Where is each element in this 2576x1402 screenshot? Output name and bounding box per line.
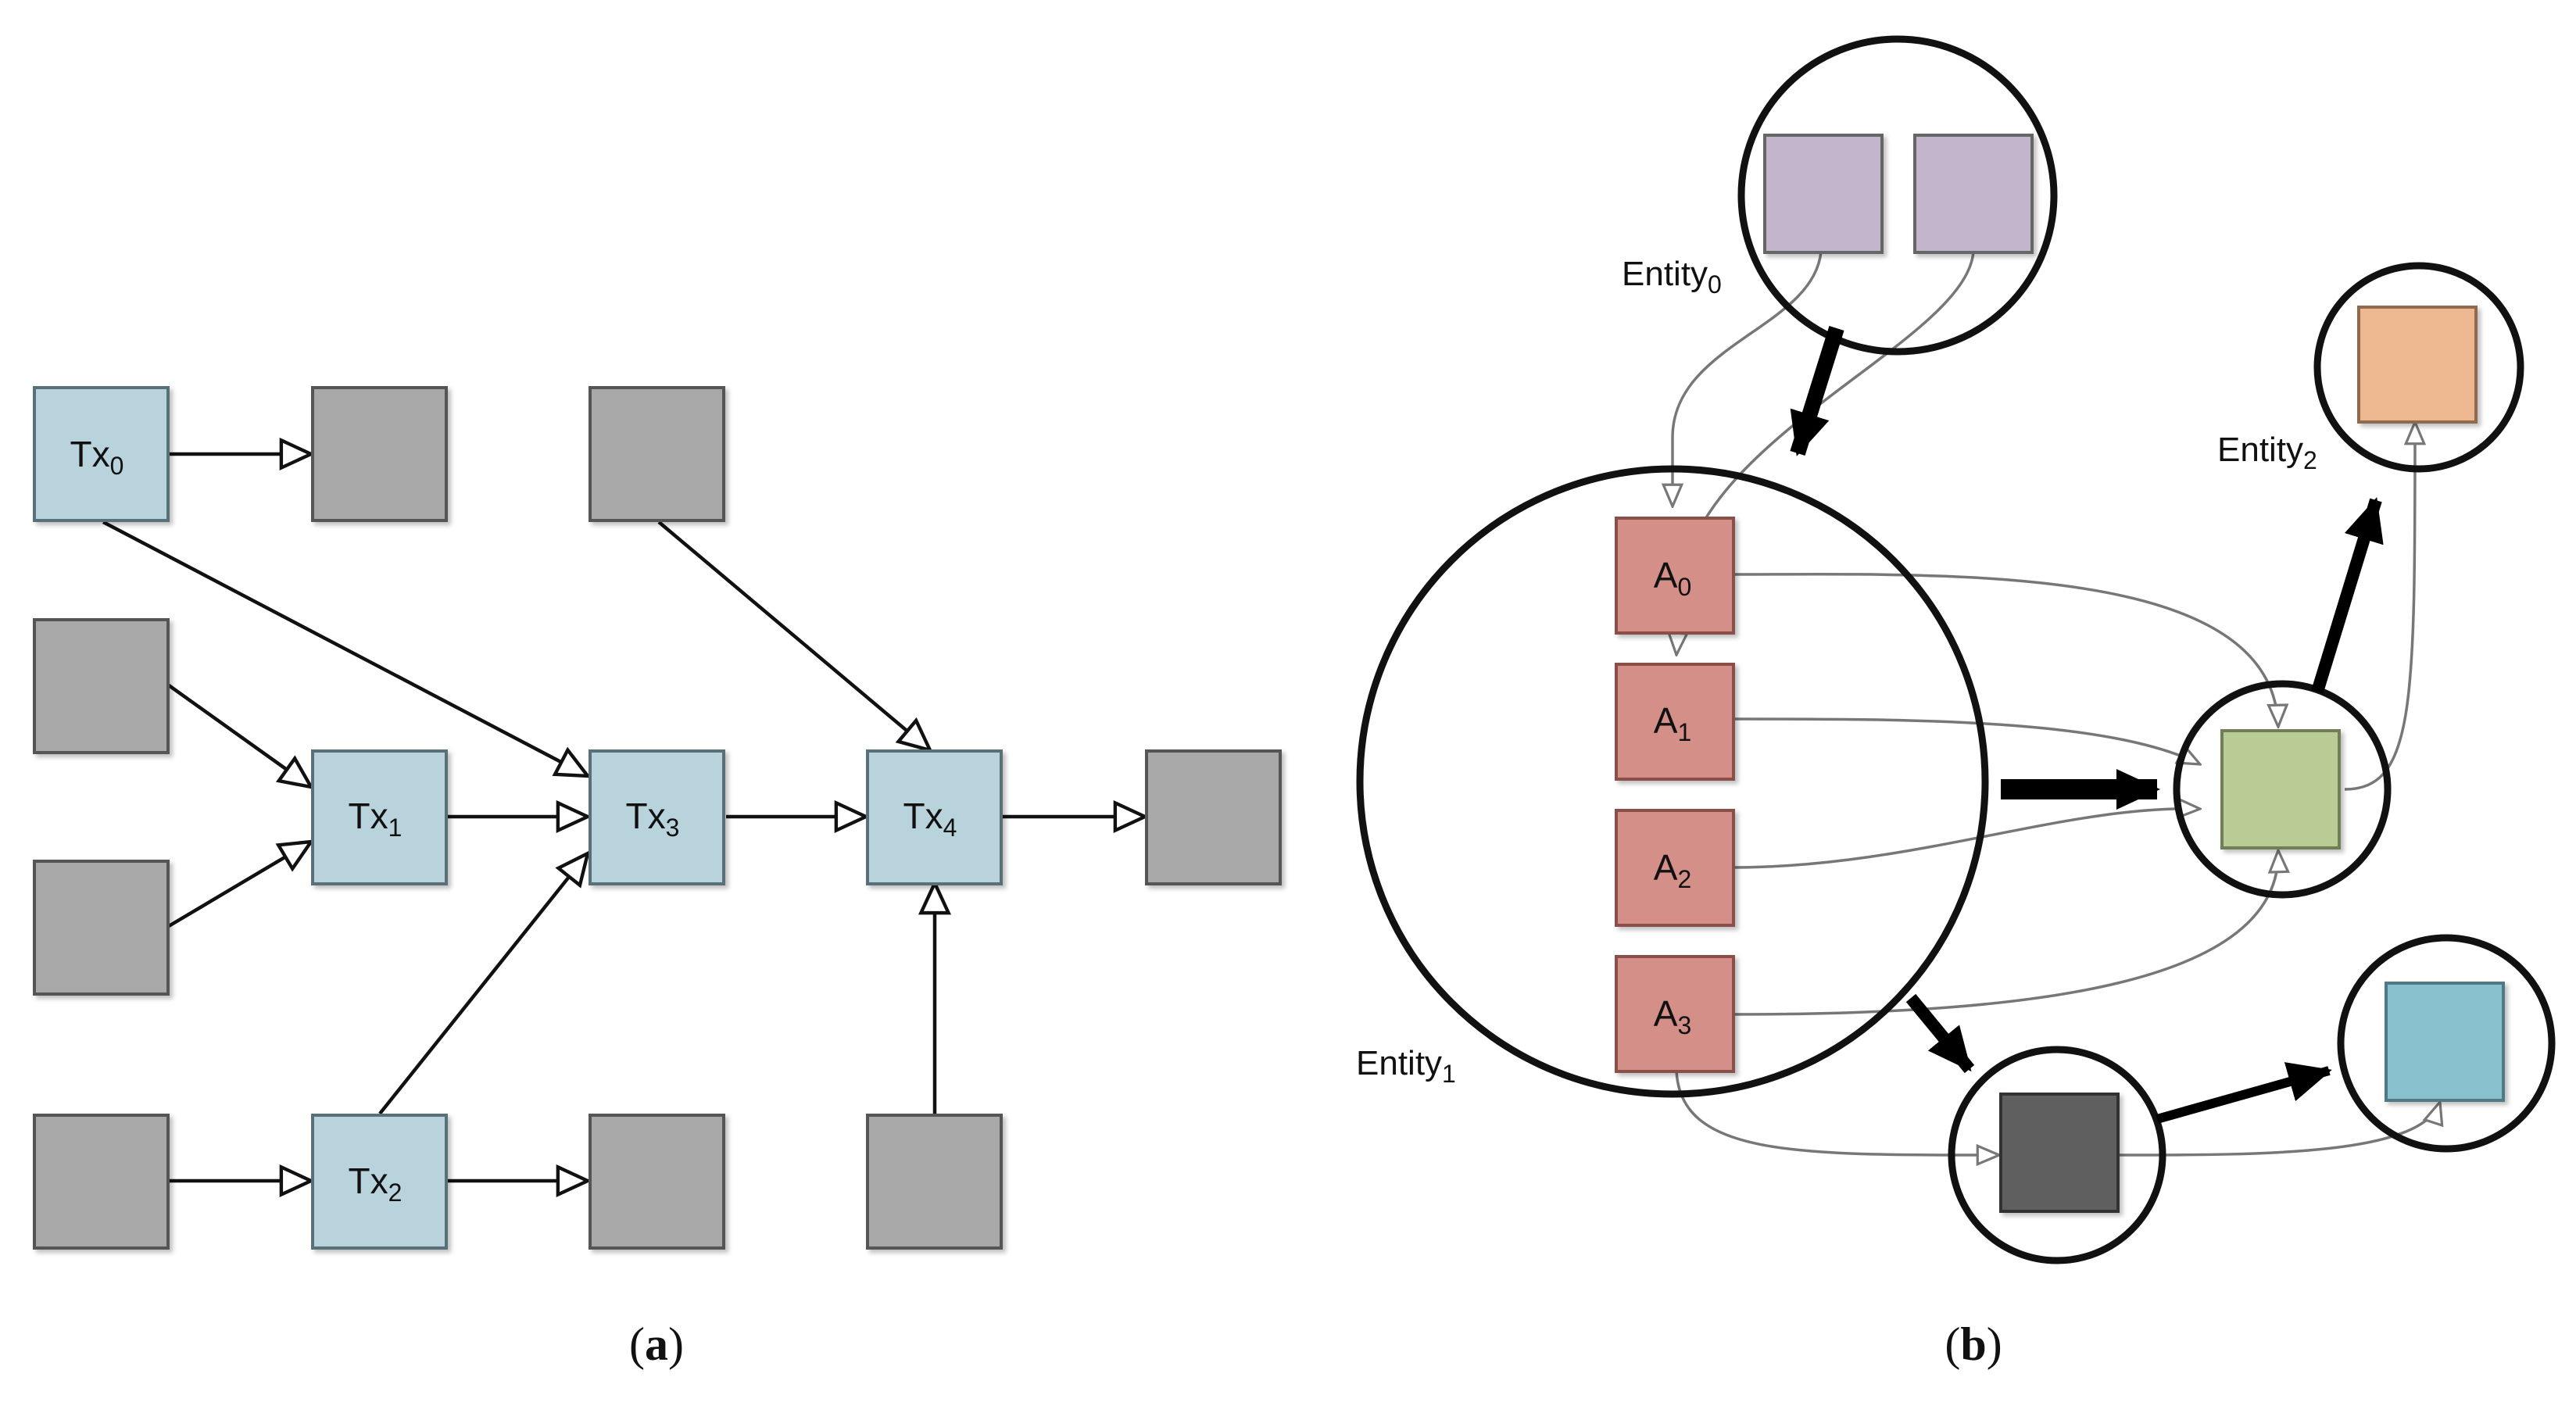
gray-box [589, 1114, 725, 1250]
svg-text:A1: A1 [1654, 700, 1691, 746]
entity0-circle [1737, 35, 2058, 356]
edge-green-to-e2 [2344, 422, 2415, 791]
entity2-text: Entity2 [2217, 431, 2317, 474]
dark-box [1999, 1093, 2120, 1213]
svg-text:Tx0: Tx0 [70, 434, 124, 480]
entity1-label: Entity [1356, 1044, 1442, 1082]
entity2-box [2357, 306, 2478, 424]
addr-a1: A1 [1615, 663, 1735, 781]
tx3-label: Tx [626, 796, 666, 836]
gray-box [33, 860, 170, 996]
edge-e0-left-to-a0 [1673, 251, 1823, 506]
addr-a2: A2 [1615, 809, 1735, 927]
gray-box [33, 618, 170, 754]
edge-in-tx1-b [167, 842, 311, 928]
tx0-node: Tx0 [33, 386, 170, 522]
tx3-sub: 3 [666, 814, 680, 842]
gray-box [311, 386, 448, 522]
entity1-text: Entity1 [1356, 1044, 1456, 1088]
addr-a3: A3 [1615, 955, 1735, 1073]
svg-text:Tx1: Tx1 [349, 796, 402, 842]
tx1-label: Tx [349, 796, 388, 836]
svg-text:Tx4: Tx4 [903, 796, 957, 842]
tx1-sub: 1 [388, 814, 402, 842]
a0-sub: 0 [1677, 573, 1691, 601]
entity0-box [1913, 134, 2034, 254]
entity2-sub: 2 [2303, 446, 2317, 474]
green-entity-circle [2173, 680, 2392, 899]
svg-text:A3: A3 [1654, 993, 1691, 1039]
heavy-edge-e0-e1 [1790, 326, 1844, 456]
addr-a0: A0 [1615, 517, 1735, 635]
tx0-label: Tx [70, 434, 110, 474]
edge-a3-to-dark [1675, 1070, 1999, 1155]
a3-label: A [1654, 993, 1678, 1034]
heavy-edge-green-e2 [2311, 497, 2384, 694]
caption-b: (b) [1945, 1318, 2002, 1370]
a2-label: A [1654, 847, 1678, 888]
heavy-edge-dark-blue [2156, 1062, 2332, 1124]
gray-box [866, 1114, 1003, 1250]
gray-box [1145, 749, 1282, 885]
entity1-circle [1356, 465, 1989, 1098]
panel-b-circles [1356, 35, 2556, 1264]
panel-b-thin-edges [1673, 251, 2440, 1157]
edge-tx0-tx3 [102, 520, 588, 776]
tx4-node: Tx4 [866, 749, 1003, 885]
a2-sub: 2 [1677, 865, 1691, 893]
panel-a: Tx0 Tx1 Tx2 Tx3 Tx4 (a) [33, 386, 1282, 1370]
gray-box [589, 386, 725, 522]
edge-in-tx1-a [167, 684, 311, 787]
panel-a-edges [102, 454, 1145, 1181]
tx2-sub: 2 [388, 1178, 402, 1207]
edge-a2-to-green-b [1732, 809, 2200, 869]
entity1-sub: 1 [1442, 1060, 1456, 1088]
caption-a: (a) [629, 1318, 684, 1370]
tx3-node: Tx3 [589, 749, 725, 885]
a1-label: A [1654, 700, 1678, 741]
edge-a1-to-green-a [1732, 717, 2200, 764]
panel-a-gray-boxes [33, 386, 1282, 1250]
dark-entity-circle [1948, 1046, 2166, 1264]
svg-text:Tx3: Tx3 [626, 796, 680, 842]
edge-dark-to-blue [2119, 1102, 2440, 1157]
tx4-sub: 4 [943, 814, 957, 842]
svg-text:A2: A2 [1654, 847, 1691, 893]
entity0-box [1763, 134, 1884, 254]
svg-text:Tx2: Tx2 [349, 1161, 402, 1207]
heavy-edge-e1-dark [1905, 993, 1975, 1074]
a0-label: A [1654, 555, 1678, 595]
tx2-label: Tx [349, 1161, 388, 1201]
green-box [2220, 729, 2341, 849]
tx1-node: Tx1 [311, 749, 448, 885]
edge-tx2-tx3 [378, 853, 588, 1115]
edge-in-tx4-top [657, 520, 930, 750]
entity2-circle [2313, 262, 2524, 473]
tx0-sub: 0 [110, 452, 124, 480]
entity0-text: Entity0 [1622, 255, 1722, 299]
entity0-label: Entity [1622, 255, 1708, 293]
panel-b-heavy-edges [1790, 326, 2384, 1124]
a3-sub: 3 [1677, 1011, 1691, 1039]
svg-text:A0: A0 [1654, 555, 1691, 601]
blue-box [2385, 982, 2505, 1102]
edge-a0-to-green [1732, 573, 2278, 727]
tx2-node: Tx2 [311, 1114, 448, 1250]
entity0-boxes [1763, 134, 2034, 254]
a1-sub: 1 [1677, 718, 1691, 746]
edge-a3-to-green [1732, 850, 2278, 1016]
entity0-sub: 0 [1708, 270, 1722, 299]
blue-entity-circle [2337, 934, 2556, 1153]
gray-box [33, 1114, 170, 1250]
panel-b: A0 A1 A2 A3 Entity0 Entity1 Entity2 (b) [1356, 35, 2556, 1370]
entity2-label: Entity [2217, 431, 2303, 469]
tx4-label: Tx [903, 796, 943, 836]
